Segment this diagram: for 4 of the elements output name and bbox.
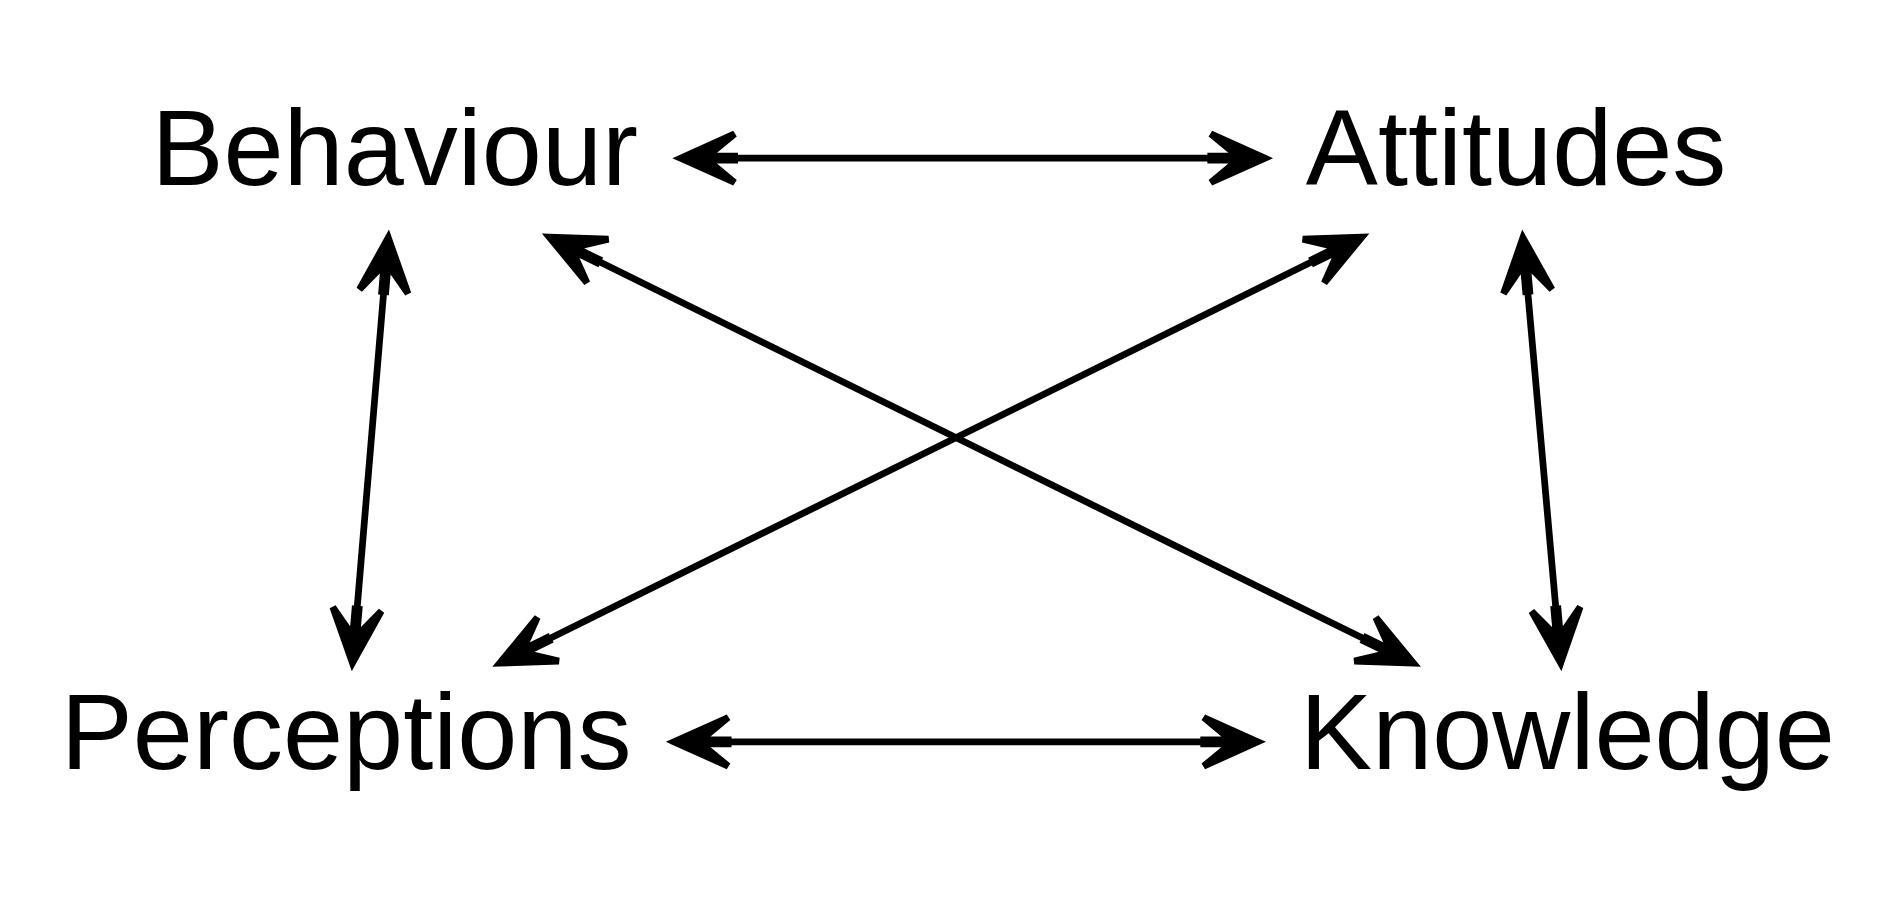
node-text: Behaviour [151, 87, 639, 209]
node-text: Knowledge [1300, 670, 1835, 792]
node-text: Perceptions [60, 670, 632, 792]
node-text: Attitudes [1305, 87, 1727, 209]
